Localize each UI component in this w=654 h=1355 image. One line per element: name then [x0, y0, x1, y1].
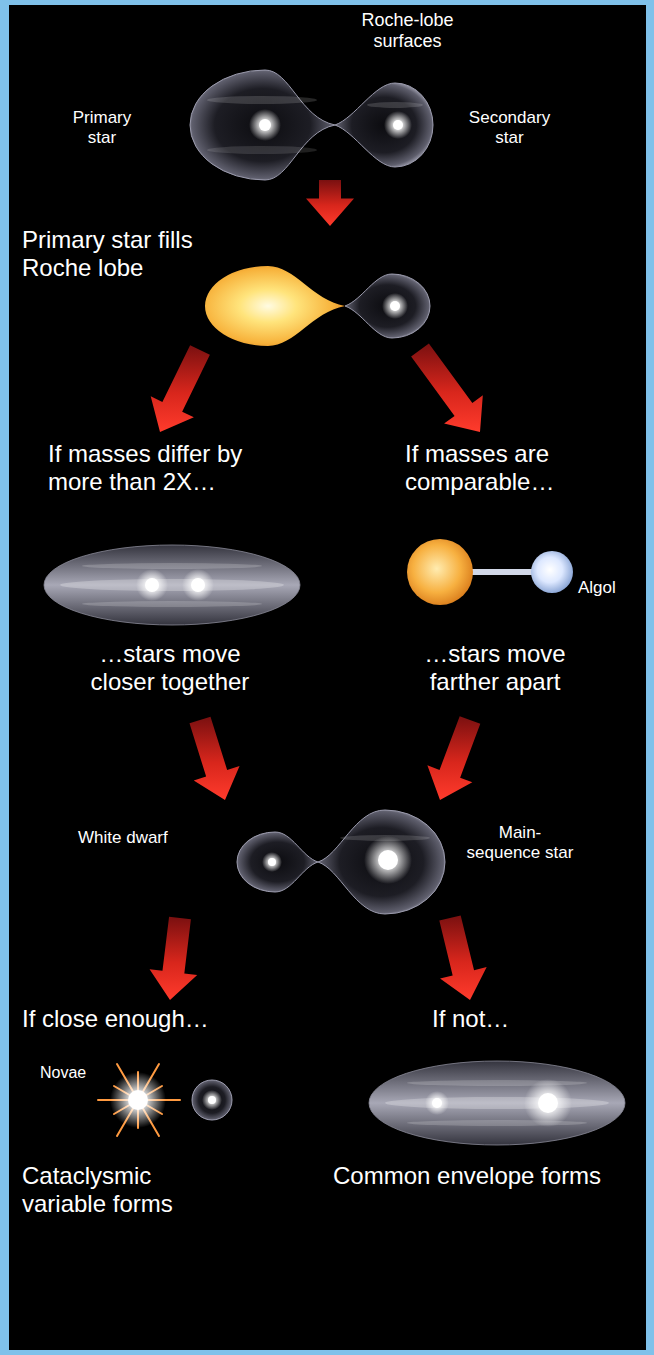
- mass-stream: [468, 569, 534, 575]
- star-label: Novae: [40, 1064, 86, 1082]
- gloss-streak: [207, 96, 317, 104]
- roche-lobe: [190, 70, 335, 180]
- star-label: Primary star: [62, 108, 142, 147]
- stage-panel: White dwarf Main-sequence star: [60, 800, 600, 918]
- black-ground: [9, 5, 646, 1350]
- star-dot: [432, 1098, 442, 1108]
- stage-panel: If not… Common envelope forms: [325, 1000, 643, 1245]
- star-dot: [538, 1093, 558, 1113]
- callout-label: Roche-lobe surfaces: [350, 10, 465, 51]
- stage-panel: If masses are comparable… Algol …stars mov…: [335, 432, 640, 720]
- common-envelope: [44, 545, 300, 625]
- flow-arrow: [151, 345, 210, 432]
- star-label: Secondary star: [462, 108, 557, 147]
- star-dot: [208, 1096, 216, 1104]
- filled-lobe: [205, 266, 345, 346]
- star-dot: [128, 1090, 148, 1110]
- star-label: White dwarf: [78, 828, 168, 848]
- flow-arrow: [306, 180, 354, 226]
- star-ball: [531, 551, 573, 593]
- stage-panel: Roche-lobe surfacesPrimary star Secondary…: [50, 8, 560, 180]
- star-glow: [524, 1079, 572, 1127]
- flow-arrow: [427, 716, 480, 800]
- stage-caption: If close enough…: [22, 1005, 209, 1033]
- star-glow: [182, 569, 214, 601]
- flow-arrow: [439, 915, 486, 1000]
- gloss-streak: [385, 1097, 609, 1109]
- gloss-streak: [60, 579, 284, 591]
- star-dot: [191, 578, 205, 592]
- star-dot: [378, 850, 398, 870]
- stage-caption: …stars move farther apart: [395, 640, 595, 695]
- stage-caption: …stars move closer together: [70, 640, 270, 695]
- star-glow: [384, 111, 412, 139]
- gloss-streak: [367, 102, 423, 108]
- star-glow: [364, 836, 412, 884]
- stage-caption: Cataclysmic variable forms: [22, 1162, 212, 1217]
- star-label: Main-sequence star: [465, 823, 575, 862]
- stage-panel: If masses differ by more than 2X… …stars …: [20, 432, 315, 720]
- star-ball: [407, 539, 473, 605]
- star-dot: [145, 578, 159, 592]
- flow-arrow: [150, 917, 198, 1000]
- star-dot: [259, 119, 271, 131]
- roche-lobe: [335, 83, 433, 167]
- star-glow: [425, 1091, 449, 1115]
- gloss-streak: [82, 563, 262, 569]
- star-dot: [268, 858, 276, 866]
- stage-caption: If masses are comparable…: [405, 440, 635, 495]
- stage-panel: Primary star fills Roche lobe: [15, 226, 440, 350]
- star-label: Algol: [578, 578, 616, 598]
- flow-arrow: [190, 717, 240, 800]
- star-dot: [390, 301, 400, 311]
- roche-lobe: [192, 1080, 232, 1120]
- star-glow: [136, 569, 168, 601]
- stage-caption: If masses differ by more than 2X…: [48, 440, 298, 495]
- star-glow: [110, 1072, 166, 1128]
- roche-lobe: [318, 810, 445, 914]
- gloss-streak: [82, 601, 262, 607]
- stage-panel: If close enough… NovaeCataclysmic variabl…: [15, 1000, 305, 1245]
- nova-burst: [98, 1064, 180, 1136]
- common-envelope: [369, 1061, 625, 1145]
- stage-caption: Primary star fills Roche lobe: [22, 226, 242, 281]
- star-glow: [262, 852, 282, 872]
- star-glow: [202, 1090, 222, 1110]
- stage-caption: If not…: [432, 1005, 509, 1033]
- star-glow: [382, 293, 408, 319]
- flow-arrow: [411, 344, 483, 432]
- star-dot: [393, 120, 403, 130]
- stage-caption: Common envelope forms: [333, 1162, 601, 1190]
- gloss-streak: [207, 146, 317, 154]
- roche-lobe: [237, 832, 318, 892]
- star-glow: [249, 109, 281, 141]
- roche-lobe: [345, 274, 430, 338]
